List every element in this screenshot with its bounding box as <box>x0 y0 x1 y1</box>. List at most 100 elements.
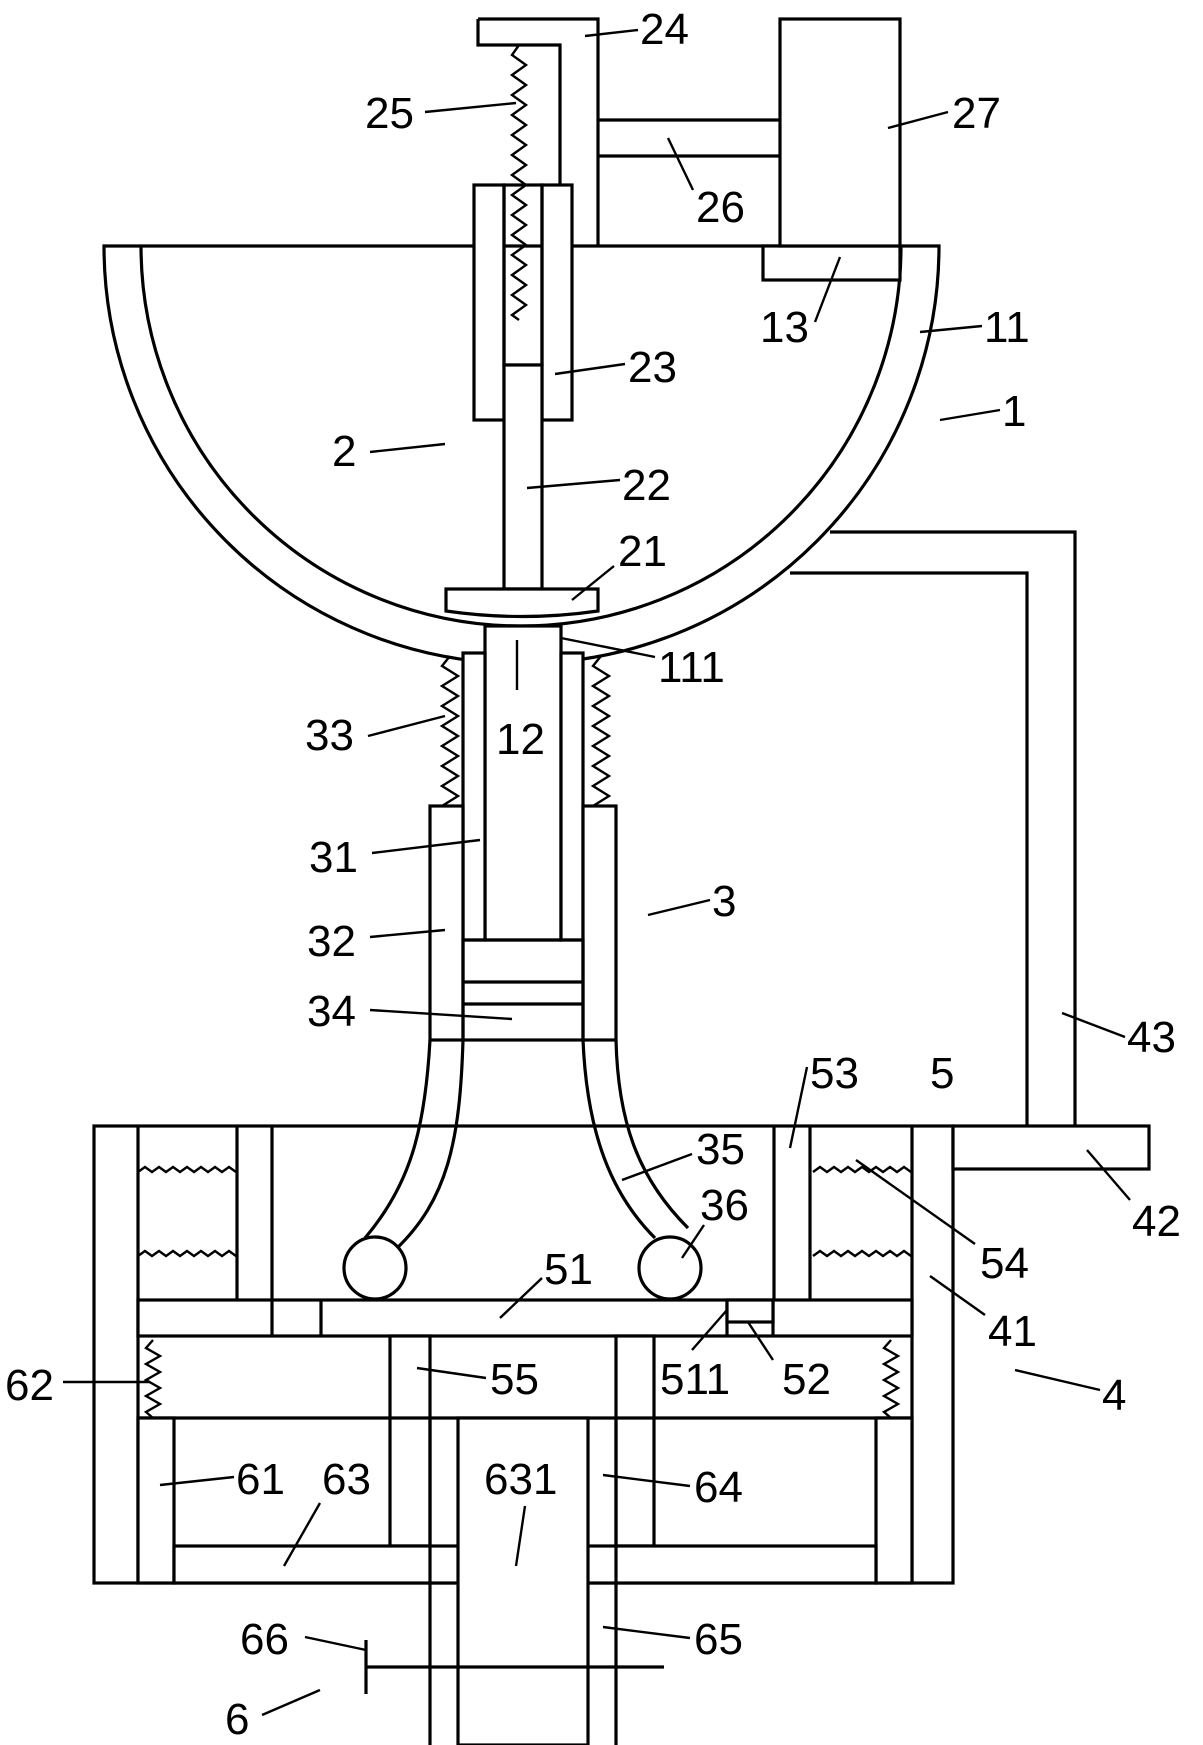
label-41: 41 <box>988 1307 1037 1356</box>
label-66: 66 <box>240 1615 289 1664</box>
leader-51 <box>499 1277 543 1319</box>
leader-4 <box>1014 1368 1101 1392</box>
leader-3 <box>647 898 711 917</box>
feed-column <box>342 651 703 1301</box>
post-61-left <box>136 1416 176 1585</box>
label-43: 43 <box>1127 1013 1176 1062</box>
hose-35-right <box>581 1039 690 1240</box>
label-631: 631 <box>484 1455 557 1504</box>
sleeve-23-right <box>540 183 574 422</box>
label-111: 111 <box>658 643 725 692</box>
label-32: 32 <box>307 917 356 966</box>
spring-54-r1 <box>812 1165 912 1174</box>
label-52: 52 <box>782 1355 831 1404</box>
label-24: 24 <box>640 5 689 54</box>
hose-35-left <box>363 1039 465 1252</box>
leader-43 <box>1061 1011 1126 1039</box>
label-27: 27 <box>952 89 1001 138</box>
labels: 24 25 27 26 13 11 23 1 2 22 21 111 12 33… <box>5 5 1181 1744</box>
leader-34 <box>369 1008 513 1021</box>
label-13: 13 <box>760 303 809 352</box>
scraper-21 <box>444 587 600 619</box>
mechanism-5 <box>136 1126 914 1548</box>
label-63: 63 <box>322 1455 371 1504</box>
leader-1 <box>939 408 1001 422</box>
spring-54-r2 <box>812 1249 912 1258</box>
pipe-43-outer <box>830 530 1077 1126</box>
leader-33 <box>367 714 446 738</box>
leader-36 <box>681 1224 705 1259</box>
spring-25 <box>509 44 529 321</box>
mechanism-6 <box>136 1339 914 1745</box>
label-33: 33 <box>305 711 354 760</box>
shaft-22 <box>502 363 544 591</box>
block-52 <box>725 1298 775 1324</box>
pipe-43-inner <box>790 571 1029 1126</box>
housing-32-right <box>581 804 618 1042</box>
leader-11 <box>919 324 983 334</box>
spring-62-right <box>881 1339 901 1419</box>
leader-2 <box>369 442 446 454</box>
inner-rod-housing <box>502 183 544 367</box>
label-64: 64 <box>694 1463 743 1512</box>
label-3: 3 <box>712 877 736 926</box>
leader-32 <box>369 928 446 939</box>
leader-21 <box>571 565 615 601</box>
shaft-631 <box>456 1416 590 1745</box>
label-54: 54 <box>980 1239 1029 1288</box>
label-511: 511 <box>660 1355 730 1404</box>
label-34: 34 <box>307 987 356 1036</box>
label-35: 35 <box>696 1125 745 1174</box>
label-22: 22 <box>622 461 671 510</box>
leader-22 <box>526 478 621 490</box>
spring-54-l1 <box>137 1165 237 1174</box>
leader-631 <box>514 1505 527 1567</box>
label-51: 51 <box>544 1245 593 1294</box>
label-23: 23 <box>628 343 677 392</box>
barrel-31-left <box>461 651 487 942</box>
leader-26 <box>666 137 695 191</box>
spring-33-right <box>590 655 612 822</box>
label-65: 65 <box>694 1615 743 1664</box>
leader-66 <box>304 1635 367 1652</box>
arm-26 <box>598 118 780 158</box>
housing-32-left <box>428 804 465 1042</box>
label-5: 5 <box>930 1049 954 1098</box>
label-2: 2 <box>332 427 356 476</box>
leader-13 <box>813 256 842 323</box>
bracket-13 <box>761 244 902 282</box>
label-42: 42 <box>1132 1197 1181 1246</box>
leader-lines <box>63 28 1131 1717</box>
leader-52 <box>746 1321 775 1361</box>
sleeve-23-left <box>472 183 506 422</box>
barrel-31-right <box>559 651 585 942</box>
post-61-right <box>874 1416 914 1585</box>
rod-55-right <box>614 1334 656 1548</box>
rod-55-left <box>388 1334 432 1548</box>
label-12: 12 <box>496 715 545 764</box>
leader-55 <box>416 1366 487 1380</box>
label-1: 1 <box>1002 387 1026 436</box>
plate-42 <box>951 1124 1151 1171</box>
leader-6 <box>261 1688 321 1717</box>
leader-64 <box>602 1473 691 1488</box>
label-53: 53 <box>810 1049 859 1098</box>
spring-54-l2 <box>137 1249 237 1258</box>
bowl-assembly <box>102 244 941 942</box>
leader-63 <box>282 1502 322 1567</box>
leader-54 <box>855 1159 976 1245</box>
leader-31 <box>371 838 481 855</box>
label-36: 36 <box>700 1181 749 1230</box>
spring-33-left <box>439 655 461 822</box>
leader-511 <box>691 1309 728 1351</box>
label-26: 26 <box>696 183 745 232</box>
label-62: 62 <box>5 1361 54 1410</box>
label-6: 6 <box>225 1695 249 1744</box>
outlet-tube-12 <box>483 624 563 942</box>
leader-42 <box>1086 1149 1131 1201</box>
leader-27 <box>887 110 949 130</box>
leader-23 <box>554 362 626 376</box>
leader-24 <box>584 28 639 38</box>
label-55: 55 <box>490 1355 539 1404</box>
